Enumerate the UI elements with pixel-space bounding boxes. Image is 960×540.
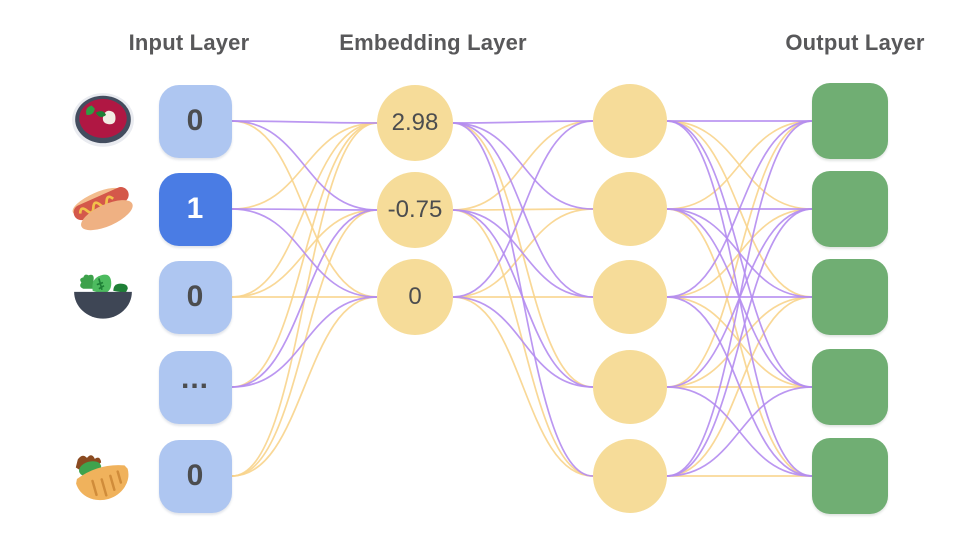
- network-edge: [666, 386, 813, 477]
- network-edge: [452, 120, 594, 124]
- network-edge: [452, 122, 594, 388]
- output-node: [812, 259, 888, 335]
- embedding-node: -0.75: [377, 172, 453, 248]
- input-node-value: ...: [180, 362, 209, 395]
- network-edge: [231, 120, 378, 211]
- embedding-node: 0: [377, 259, 453, 335]
- network-edge: [666, 120, 813, 210]
- network-edge: [452, 209, 594, 388]
- input-node-value: 0: [186, 280, 204, 313]
- borscht-icon: [70, 88, 136, 154]
- input-node: 0: [158, 439, 232, 513]
- network-edge: [666, 120, 813, 298]
- hidden-node: [593, 84, 667, 158]
- network-edge: [666, 208, 813, 477]
- network-edge: [666, 120, 813, 477]
- network-edge: [231, 296, 378, 388]
- network-edge: [452, 120, 594, 298]
- stuffed-flatbread-icon: [70, 443, 136, 509]
- output-node: [812, 349, 888, 425]
- input-node: 1: [158, 172, 232, 246]
- network-edge: [452, 122, 594, 210]
- input-layer-title: Input Layer: [128, 30, 250, 55]
- input-node-value: 0: [186, 104, 204, 137]
- hidden-node: [593, 439, 667, 513]
- network-edge: [666, 296, 813, 477]
- hidden-node: [593, 172, 667, 246]
- hidden-node: [593, 350, 667, 424]
- embedding-node-value: 0: [408, 283, 422, 310]
- input-node-value: 0: [186, 459, 204, 492]
- input-node-value: 1: [186, 192, 204, 225]
- network-edge: [231, 209, 378, 388]
- output-node: [812, 171, 888, 247]
- embedding-layer-title: Embedding Layer: [339, 30, 527, 55]
- embedding-node-value: 2.98: [391, 109, 439, 136]
- output-node: [812, 438, 888, 514]
- network-edge: [231, 296, 378, 477]
- output-node: [812, 83, 888, 159]
- input-node: 0: [158, 84, 232, 158]
- network-edge: [452, 296, 594, 388]
- salad-icon: [70, 264, 136, 330]
- embedding-node: 2.98: [377, 85, 453, 161]
- network-edge: [231, 208, 378, 298]
- input-node: ...: [158, 350, 232, 424]
- hidden-node: [593, 260, 667, 334]
- network-edge: [231, 122, 378, 388]
- output-layer-title: Output Layer: [785, 30, 925, 55]
- network-edge: [231, 120, 378, 124]
- network-edge: [666, 208, 813, 298]
- embedding-node-value: -0.75: [387, 196, 443, 223]
- network-edge: [231, 208, 378, 211]
- network-edge: [452, 296, 594, 477]
- input-node: 0: [158, 260, 232, 334]
- hot-dog-icon: [70, 176, 136, 242]
- network-edge: [452, 209, 594, 298]
